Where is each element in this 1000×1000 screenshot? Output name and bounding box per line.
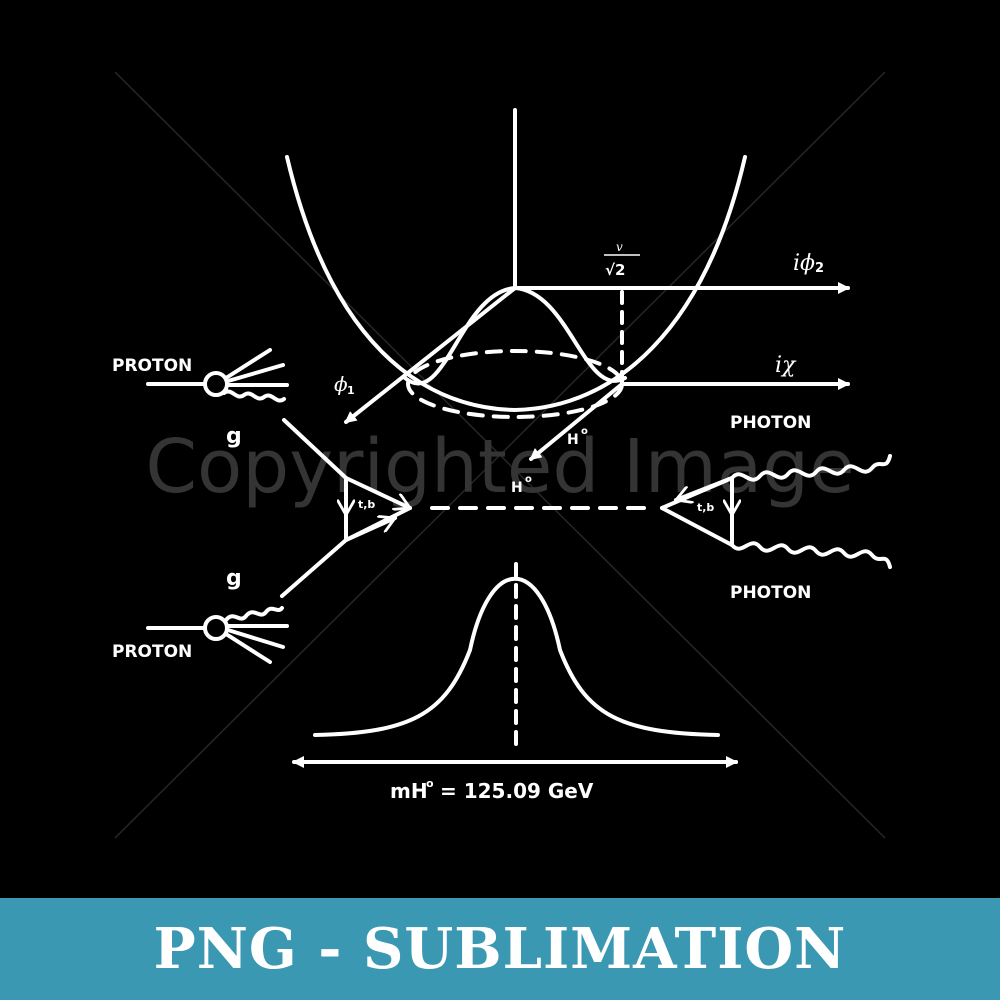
higgs-arrow-label: H <box>567 432 579 448</box>
loop-left-label: t,b <box>358 498 375 511</box>
photon-bottom-label: PHOTON <box>730 583 811 603</box>
higgs-arrow-sup: o <box>581 426 588 437</box>
diagram-labels: PROTON PROTON g g t,b t,b PHOTON PHOTON … <box>112 240 824 803</box>
loop-left-lower-arrow <box>344 518 395 542</box>
gluon-top-label: g <box>226 424 242 449</box>
banner: PNG - SUBLIMATION <box>0 898 1000 1000</box>
vev-numerator: v <box>616 240 623 254</box>
photon-bottom-wave <box>730 541 892 569</box>
gluon-bottom-line <box>280 538 348 598</box>
mass-label-value: = 125.09 GeV <box>440 779 594 803</box>
proton-top-spray-2 <box>226 363 285 383</box>
loop-right-label: t,b <box>697 501 714 514</box>
higgs-mid-label: H <box>511 480 523 496</box>
gluon-top-line <box>282 418 348 480</box>
diagram-canvas: Copyrighted Image <box>112 71 892 839</box>
iphi2-label: iϕ <box>793 251 815 276</box>
proton-top-spray-1 <box>224 348 272 380</box>
vacuum-ring <box>406 349 624 419</box>
watermark-text: Copyrighted Image <box>145 424 854 510</box>
proton-top-label: PROTON <box>112 356 192 376</box>
loop-right-upper-arrow <box>676 476 734 500</box>
phi1-subscript: 1 <box>347 384 355 397</box>
photon-top-label: PHOTON <box>730 413 811 433</box>
mass-peak-curve <box>313 576 720 737</box>
vev-denominator: √2 <box>605 261 625 279</box>
higgs-diagram: Copyrighted Image <box>112 71 892 839</box>
gluon-bottom-label: g <box>226 566 242 591</box>
phi1-label: ϕ <box>334 372 348 396</box>
gluon-bottom-curl <box>224 606 284 622</box>
ichi-label: iχ <box>775 353 797 378</box>
proton-bottom-vertex <box>203 615 229 641</box>
banner-title: PNG - SUBLIMATION <box>153 916 847 982</box>
proton-bottom-label: PROTON <box>112 642 192 662</box>
proton-bottom-spray-2 <box>226 628 285 649</box>
photon-top-wave <box>730 454 892 482</box>
mass-label-prefix: mH <box>390 779 428 803</box>
iphi2-subscript: 2 <box>815 261 824 276</box>
gluon-top-curl <box>222 389 286 403</box>
higgs-field-arrow <box>529 382 624 461</box>
loop-left-upper <box>344 476 410 508</box>
higgs-mid-sup: o <box>525 474 532 485</box>
watermark: Copyrighted Image <box>114 71 886 839</box>
proton-bottom-spray-3 <box>224 632 272 664</box>
mexican-hat-curve <box>403 285 627 386</box>
outer-parabola <box>285 155 747 413</box>
loop-right-lower <box>660 506 734 547</box>
mass-label-sup: o <box>426 777 434 790</box>
phi1-axis-arrow <box>344 286 517 424</box>
